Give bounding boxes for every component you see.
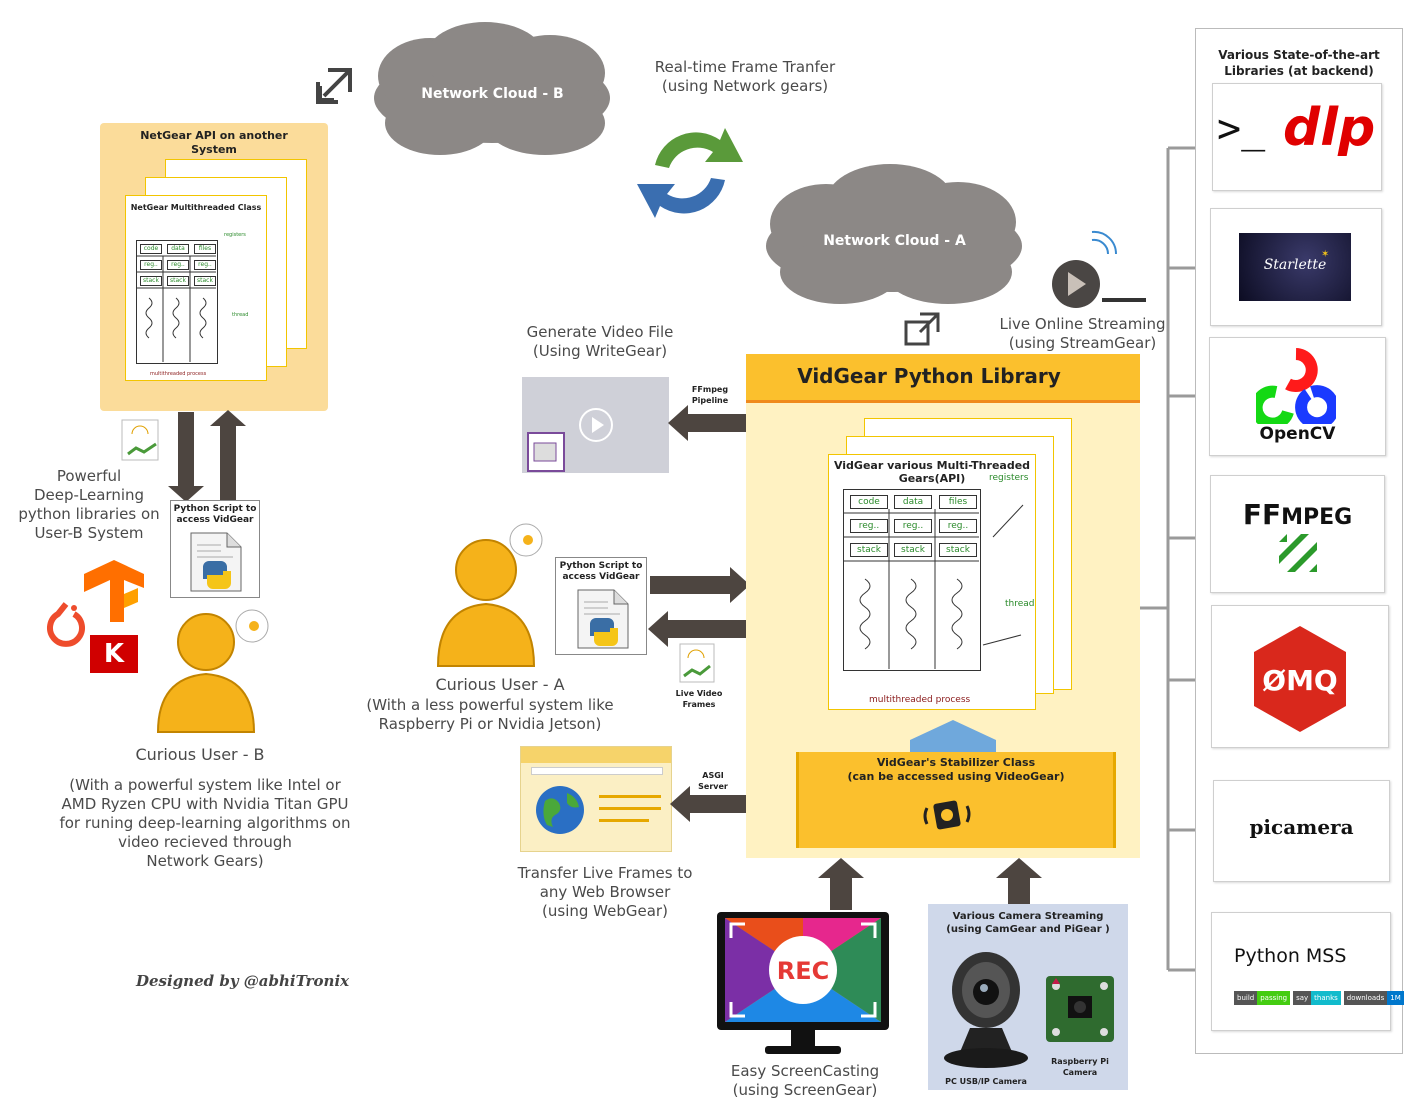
- lib-starlette: Starlette ✶: [1210, 208, 1382, 326]
- screencasting-label: Easy ScreenCasting (using ScreenGear): [730, 1062, 880, 1099]
- curious-user-b-label: Curious User - B: [135, 745, 265, 764]
- user-b-libraries-label: Powerful Deep-Learning python libraries …: [18, 467, 160, 542]
- python-file-icon: [577, 589, 629, 649]
- badge-downloads: downloads: [1343, 991, 1388, 1005]
- web-browser-mockup: [520, 746, 672, 852]
- live-video-frames-label: Live Video Frames: [675, 689, 723, 709]
- live-frames-icon: [679, 643, 715, 683]
- vidgear-title: VidGear Python Library: [797, 364, 1061, 388]
- video-frame-icon: [121, 419, 159, 461]
- picamera-label: picamera: [1249, 815, 1354, 839]
- network-cloud-a: Network Cloud - A: [752, 162, 1037, 312]
- lib-picamera: picamera: [1213, 780, 1390, 882]
- zmq-logo-icon: [1254, 626, 1346, 732]
- arrow-camera-up: [1008, 876, 1030, 906]
- asgi-server-label: ASGI Server: [698, 771, 728, 791]
- libraries-title: Various State-of-the-art Libraries (at b…: [1218, 48, 1380, 78]
- arrow-up-from-script: [220, 424, 236, 502]
- netgear-class-page: NetGear Multithreaded Class code data fi…: [125, 195, 267, 381]
- pc-camera-label: PC USB/IP Camera: [945, 1077, 1027, 1086]
- stream-play-icon: [1052, 230, 1146, 308]
- video-file-icon: [527, 432, 565, 472]
- pytorch-logo-icon: [47, 602, 85, 647]
- netgear-class-title: NetGear Multithreaded Class: [130, 203, 262, 212]
- star-icon: ✶: [1321, 249, 1330, 260]
- rec-label: REC: [776, 957, 830, 985]
- vidgear-library-box: VidGear Python Library VidGear various M…: [746, 354, 1140, 858]
- badge-thanks: thanks: [1311, 991, 1341, 1005]
- expand-icon: [904, 312, 940, 346]
- user-a-python-script: Python Script to access VidGear: [555, 557, 647, 655]
- opencv-logo-icon: [1256, 348, 1336, 424]
- cloud-b-shape: [374, 22, 610, 155]
- ffmpeg-logo-icon: [1279, 534, 1317, 572]
- dlp-name: dlp: [1283, 98, 1376, 158]
- arrow-to-webgear: [688, 795, 746, 813]
- badge-say: say: [1293, 991, 1312, 1005]
- lib-dlp: >_ dlp: [1212, 83, 1382, 191]
- arrow-down-to-script: [178, 412, 194, 490]
- network-cloud-b: Network Cloud - B: [360, 18, 625, 163]
- camera-streaming-label: Various Camera Streaming (using CamGear …: [946, 911, 1110, 935]
- arrow-to-vidgear: [650, 576, 732, 594]
- camera-streaming-box: Various Camera Streaming (using CamGear …: [928, 904, 1128, 1090]
- screencast-monitor: REC: [715, 910, 891, 1058]
- python-file-icon: [190, 532, 242, 592]
- ffmpeg-logo-text: FFMPEG: [1242, 498, 1353, 531]
- vidgear-gears-page: VidGear various Multi-Threaded Gears(API…: [828, 454, 1036, 710]
- netgear-api-box: NetGear API on another System NetGear Mu…: [100, 123, 328, 411]
- globe-icon: [536, 786, 584, 834]
- sync-icon: [637, 128, 743, 218]
- designed-by-label: Designed by @abhiTronix: [136, 972, 350, 990]
- cloud-b-label: Network Cloud - B: [421, 86, 564, 102]
- user-a-avatar: [436, 523, 543, 667]
- vidgear-thread-lines: [843, 504, 1024, 669]
- lib-opencv: OpenCV: [1209, 337, 1386, 456]
- vidgear-gears-title: VidGear various Multi-Threaded Gears(API…: [833, 459, 1031, 485]
- zmq-label: ØMQ: [1262, 664, 1338, 697]
- lib-ffmpeg: FFMPEG: [1210, 475, 1385, 593]
- starlette-logo-text: Starlette: [1263, 257, 1327, 273]
- ffmpeg-pipeline-label: FFmpeg Pipeline: [691, 385, 729, 405]
- tensorflow-logo-icon: [84, 560, 144, 622]
- netgear-thread-lines: [136, 255, 216, 362]
- stabilizer-class-box: VidGear's Stabilizer Class (can be acces…: [796, 752, 1116, 848]
- arrow-screencast-up: [830, 876, 852, 910]
- generate-video-label: Generate Video File (Using WriteGear): [526, 323, 674, 360]
- rpi-camera-label: Raspberry Pi Camera: [1051, 1057, 1109, 1077]
- mss-badges: build passing say thanks downloads 1M: [1234, 991, 1404, 1005]
- arrow-to-writegear: [686, 414, 746, 432]
- user-b-python-script: Python Script to access VidGear: [170, 500, 260, 598]
- keras-logo-icon: K: [90, 635, 138, 673]
- user-a-description: (With a less powerful system like Raspbe…: [366, 696, 614, 733]
- user-b-avatar: [156, 609, 269, 733]
- stabilizer-label: VidGear's Stabilizer Class (can be acces…: [847, 756, 1065, 783]
- opencv-label: OpenCV: [1259, 424, 1336, 444]
- transfer-live-label: Transfer Live Frames to any Web Browser …: [517, 864, 693, 920]
- lib-python-mss: Python MSS build passing say thanks down…: [1211, 912, 1404, 1031]
- expand-icon: [316, 68, 352, 104]
- raspberry-camera-icon: [1046, 976, 1114, 1042]
- curious-user-a-label: Curious User - A: [435, 675, 565, 694]
- vidgear-header: VidGear Python Library: [746, 354, 1140, 403]
- dlp-prompt: >_: [1217, 106, 1266, 152]
- realtime-transfer-label: Real-time Frame Tranfer (using Network g…: [654, 58, 836, 95]
- cloud-a-label: Network Cloud - A: [823, 233, 966, 249]
- stabilizer-up-arrow: [910, 720, 996, 754]
- mss-label: Python MSS: [1234, 945, 1347, 967]
- shaky-camera-icon: [923, 800, 971, 830]
- lib-zmq: ØMQ: [1211, 605, 1389, 748]
- badge-build: build: [1234, 991, 1258, 1005]
- video-file-thumbnail: [522, 377, 669, 473]
- play-icon: [579, 408, 613, 442]
- netgear-api-title: NetGear API on another System: [140, 129, 288, 156]
- live-streaming-label: Live Online Streaming (using StreamGear): [999, 315, 1166, 352]
- cloud-a-shape: [766, 164, 1022, 304]
- badge-count: 1M: [1387, 991, 1404, 1005]
- arrow-from-vidgear: [666, 620, 748, 638]
- badge-passing: passing: [1257, 991, 1291, 1005]
- monitor-icon: [717, 912, 889, 1054]
- webcam-icon: [944, 952, 1028, 1068]
- user-b-description: (With a powerful system like Intel or AM…: [59, 776, 351, 870]
